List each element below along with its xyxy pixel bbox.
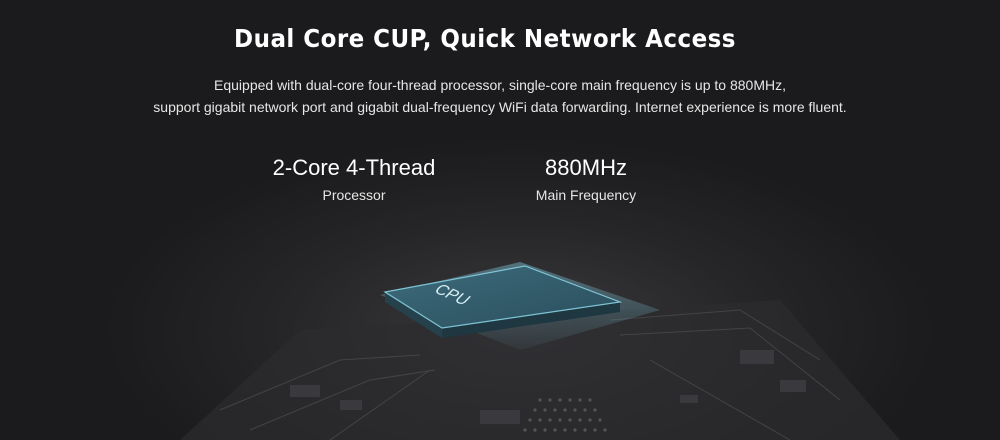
- page-title: Dual Core CUP, Quick Network Access: [234, 24, 736, 53]
- description: Equipped with dual-core four-thread proc…: [0, 74, 1000, 118]
- stat-frequency-label: Main Frequency: [535, 187, 637, 203]
- description-line-2: support gigabit network port and gigabit…: [153, 99, 847, 115]
- stat-processor-value: 2-Core 4-Thread: [272, 155, 436, 180]
- chip-side-left: [385, 292, 442, 338]
- description-line-1: Equipped with dual-core four-thread proc…: [214, 77, 786, 93]
- stat-processor: 2-Core 4-Thread Processor: [254, 155, 454, 203]
- pad-grid: [523, 398, 607, 432]
- stat-processor-label: Processor: [322, 187, 386, 203]
- chip-side-front: [442, 302, 620, 338]
- chip-top: [383, 265, 623, 329]
- components: [290, 350, 806, 424]
- stat-frequency-value: 880MHz: [545, 155, 627, 180]
- circuit-board-illustration: CPU: [180, 262, 900, 440]
- stat-frequency: 880MHz Main Frequency: [486, 155, 686, 203]
- circuit-traces: [219, 309, 841, 440]
